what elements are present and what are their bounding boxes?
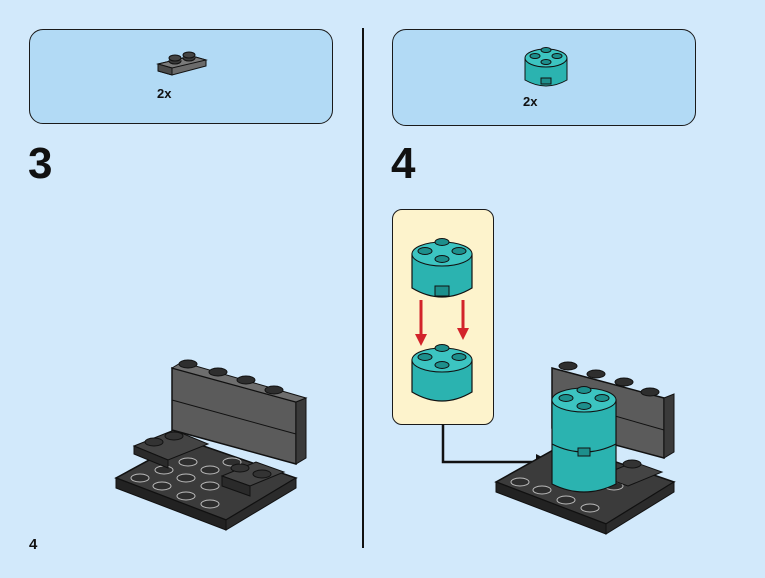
part-quantity: 2x <box>157 86 172 101</box>
teal-round-brick-part-icon <box>524 47 568 87</box>
parts-box-step-4: 2x <box>392 29 696 126</box>
step-number: 3 <box>28 139 53 188</box>
page-number: 4 <box>29 536 38 553</box>
part-quantity: 2x <box>523 94 538 109</box>
step-number: 4 <box>391 139 416 188</box>
gray-plate-part-icon <box>156 51 208 76</box>
sub-assembly-callout <box>392 209 494 425</box>
teal-round-brick-bottom-icon <box>411 344 473 402</box>
red-arrow-icon <box>415 300 469 346</box>
step-4-model-illustration <box>494 361 676 535</box>
step-3-model-illustration <box>114 359 308 531</box>
teal-round-brick-top-icon <box>411 238 473 298</box>
parts-box-step-3: 2x <box>29 29 333 124</box>
step-divider <box>362 28 364 548</box>
